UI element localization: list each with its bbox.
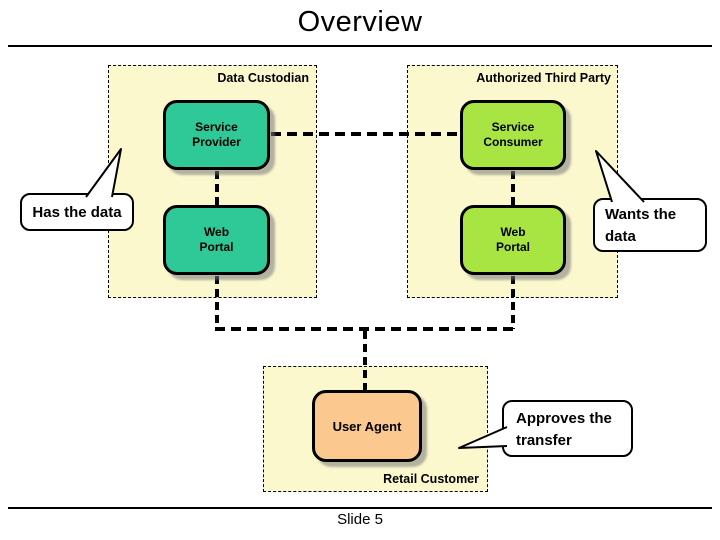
callout-text: Wants the (605, 206, 677, 223)
footer-divider (8, 507, 712, 509)
node-label: Web (203, 225, 230, 239)
node-label: Portal (495, 240, 530, 254)
callout-has-the-data: Has the data (20, 193, 134, 231)
page-title: Overview (297, 6, 423, 38)
callout-text: transfer (516, 432, 572, 449)
node-label: Consumer (483, 135, 543, 149)
node-service-consumer: Service Consumer (460, 100, 566, 170)
callout-text: Has the data (32, 203, 122, 221)
callout-text: data (605, 228, 636, 245)
title-divider (8, 45, 712, 47)
connector-consumer-webportal (511, 171, 515, 205)
container-label-authorized-third-party: Authorized Third Party (476, 71, 611, 85)
node-label: Provider (192, 135, 241, 149)
connector-left-webportal-bus (215, 276, 219, 329)
node-service-provider: Service Provider (163, 100, 270, 170)
node-web-portal-right: Web Portal (460, 205, 566, 275)
node-web-portal-left: Web Portal (163, 205, 270, 275)
callout-text: Approves the (516, 410, 612, 427)
container-label-data-custodian: Data Custodian (217, 71, 309, 85)
connector-right-webportal-bus (511, 276, 515, 329)
connector-provider-webportal (215, 171, 219, 205)
callout-wants-the-data: Wants the data (593, 198, 707, 252)
callout-approves-the-transfer: Approves the transfer (502, 400, 633, 457)
container-label-retail-customer: Retail Customer (383, 472, 479, 486)
node-label: Service (491, 120, 535, 134)
node-label: Service (195, 120, 238, 134)
slide-number: Slide 5 (337, 511, 383, 528)
connector-provider-consumer (271, 132, 460, 136)
node-label: Portal (199, 240, 234, 254)
node-user-agent: User Agent (312, 390, 422, 462)
node-label: Web (500, 225, 526, 239)
connector-bus-useragent (363, 331, 367, 390)
node-label: User Agent (332, 418, 402, 434)
connector-bus (215, 327, 515, 331)
